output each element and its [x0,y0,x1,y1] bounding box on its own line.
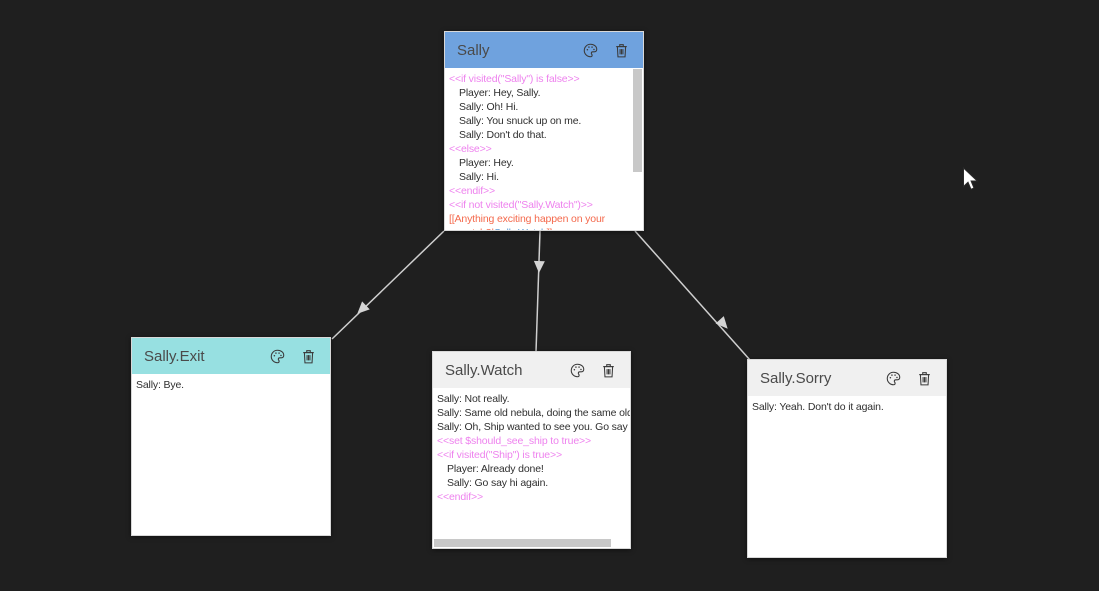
edge-sally-to-sally-watch [535,230,541,353]
palette-icon[interactable] [569,362,586,379]
trash-icon[interactable] [613,42,630,59]
script-line: Player: Hey. [459,157,514,169]
script-line: Sally: Oh, Ship wanted to see you. Go sa… [437,421,630,433]
node-title-sally: Sally [457,41,490,59]
script-line: watch?|Sally.Watch]] [449,226,639,230]
script-line: <<if visited("Sally") is false>> [449,73,580,85]
trash-icon[interactable] [300,348,317,365]
script-segment: watch?| [459,227,494,230]
script-line: Player: Already done! [447,463,544,475]
node-header-sally-watch[interactable]: Sally.Watch [433,352,630,388]
palette-icon[interactable] [269,348,286,365]
script-line: Sally: Yeah. Don't do it again. [752,401,884,413]
node-title-sally-watch: Sally.Watch [445,361,523,379]
script-line: Sally: Hi. [459,171,499,183]
node-title-sally-sorry: Sally.Sorry [760,369,832,387]
script-line: <<set $should_see_ship to true>> [437,435,591,447]
vertical-scrollbar-thumb[interactable] [633,69,642,172]
script-line: Sally: You snuck up on me. [459,115,582,127]
script-line: Sally: Bye. [136,379,184,391]
node-body-sally-exit[interactable]: Sally: Bye. [132,374,330,535]
script-line: Sally: Don't do that. [459,129,547,141]
palette-icon[interactable] [582,42,599,59]
edge-sally-to-sally-sorry [634,230,751,361]
script-line: Player: Hey, Sally. [459,87,541,99]
node-body-sally-sorry[interactable]: Sally: Yeah. Don't do it again. [748,396,946,557]
script-line: <<else>> [449,143,492,155]
node-body-sally-watch[interactable]: Sally: Not really. Sally: Same old nebula… [433,388,630,548]
node-header-sally-exit[interactable]: Sally.Exit [132,338,330,374]
script-line: <<endif>> [437,491,483,503]
script-line: Sally: Not really. [437,393,510,405]
script-segment: Sally.Watch [494,227,547,230]
palette-icon[interactable] [885,370,902,387]
node-body-sally[interactable]: <<if visited("Sally") is false>> Player: … [445,68,643,230]
script-line: Sally: Oh! Hi. [459,101,519,113]
trash-icon[interactable] [600,362,617,379]
script-line: <<if visited("Ship") is true>> [437,449,562,461]
horizontal-scrollbar-thumb[interactable] [434,539,611,547]
node-sally[interactable]: Sally <<if visited("Sally") is false>> Pla… [444,31,644,231]
edge-arrowhead-sally-to-sally-watch [533,260,545,273]
edge-sally-to-sally-exit [331,230,445,340]
script-line: Sally: Go say hi again. [447,477,549,489]
edge-arrowhead-sally-to-sally-exit [357,301,370,314]
script-line: <<if not visited("Sally.Watch")>> [449,199,593,211]
script-segment: ]] [547,227,553,230]
script-line: Sally: Same old nebula, doing the same o… [437,407,630,419]
script-line: [[Anything exciting happen on your [449,213,606,225]
script-line: <<endif>> [449,185,495,197]
node-title-sally-exit: Sally.Exit [144,347,205,365]
node-header-sally[interactable]: Sally [445,32,643,68]
trash-icon[interactable] [916,370,933,387]
node-header-sally-sorry[interactable]: Sally.Sorry [748,360,946,396]
edge-arrowhead-sally-to-sally-sorry [715,316,728,329]
